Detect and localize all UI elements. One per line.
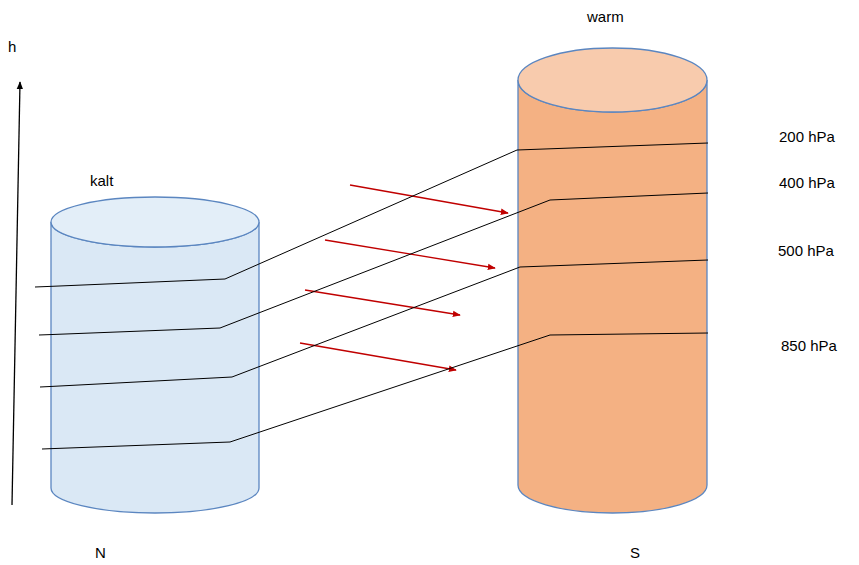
direction-label: N	[95, 544, 106, 562]
isobar-stubs	[35, 286, 50, 449]
pressure-label: 500 hPa	[778, 242, 834, 260]
cold-air-column: kalt	[50, 170, 260, 515]
pressure-label: 850 hPa	[781, 337, 837, 355]
cylinder-shape	[50, 170, 260, 515]
column-label: kalt	[90, 172, 113, 190]
column-label: warm	[587, 8, 624, 26]
pressure-label: 400 hPa	[779, 174, 835, 192]
cylinder-shape	[517, 0, 708, 515]
warm-air-column: warm	[517, 0, 708, 515]
pressure-label: 200 hPa	[779, 128, 835, 146]
flow-arrows	[300, 185, 508, 370]
height-axis	[12, 82, 20, 505]
direction-label: S	[630, 544, 640, 562]
axis-label: h	[8, 38, 16, 56]
